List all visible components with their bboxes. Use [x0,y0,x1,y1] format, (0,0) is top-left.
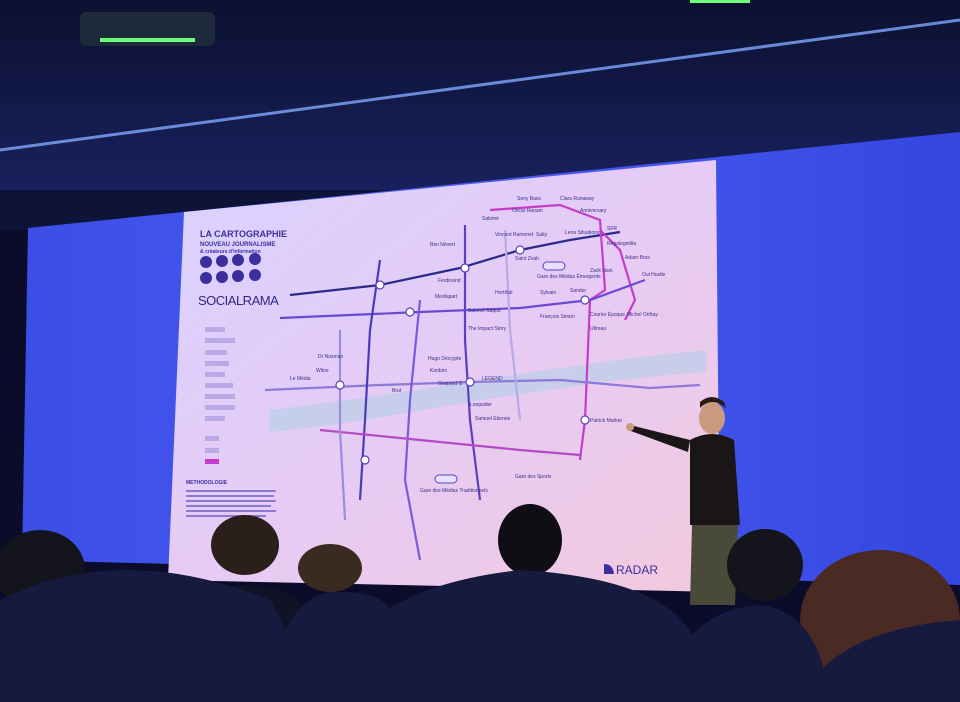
station-label: Adam Bros [625,255,650,261]
station-label: François Simon [540,314,575,320]
green-light [100,38,195,42]
station-label: Ferdinand [438,278,461,284]
social-icons [200,253,261,284]
station-label: Salty [536,232,548,238]
ceiling-light-strip [0,18,960,152]
station-label: Michel Onfray [627,312,658,318]
interchange-stations [335,245,590,465]
threads-icon [216,255,228,267]
station-label: Hortifab [495,290,513,296]
station-label: Régalegorilla [607,241,636,247]
station-label: The Impact Story [468,326,507,332]
station-label: Clara Runaway [560,196,595,202]
snapchat-icon [216,271,228,283]
green-light-right [690,0,750,3]
station-label: Gare des Médias Traditionnels [420,488,488,494]
methodology-text [186,490,276,517]
hub-gare-medias-traditionnels [434,474,458,484]
seat-backs [0,570,960,702]
station-label: Anniversary [580,208,607,214]
station-labels: Sony Bass Clara Runaway Salomé Anniversa… [290,196,666,494]
slide [168,160,720,592]
station-label: Salomé [482,216,499,222]
station-label: LEGEND [482,376,503,382]
tiktok-icon [249,253,261,265]
river [270,350,706,432]
station-label: Gare des Médias Émergents [537,273,601,280]
station-label: Sandor [570,288,586,294]
slide-title-block: LA CARTOGRAPHIE NOUVEAU JOURNALISME & cr… [200,229,287,255]
youtube-icon [232,254,244,266]
station-label: Sony Bass [517,196,541,202]
station-label: Patrick Marker [590,418,623,424]
station-label: Brut [392,388,402,394]
station-label: Zack Nani [590,268,613,274]
presenter [626,397,740,605]
facebook-icon [232,270,244,282]
station-label: Sylvain [540,290,556,296]
station-label: Konbini [430,368,447,374]
station-label: Hugo Décrypte [428,356,462,362]
metro-lines [264,203,701,561]
station-label: Samuel Etienne [475,416,511,422]
slide-subtitle: NOUVEAU JOURNALISME [200,242,275,248]
instagram-icon [200,256,212,268]
radar-logo-mark [604,564,614,574]
slide-title: LA CARTOGRAPHIE [200,229,287,239]
station-label: Wiloo [316,368,329,374]
station-label: Le Média [290,376,311,382]
station-label: Ultreau [590,326,606,332]
x-icon [249,269,261,281]
station-label: Oscar Raoam [512,208,543,214]
station-label: Mediapart [435,294,458,300]
station-label: Gare des Sports [515,474,552,480]
slide-subtitle-2: & créateurs d'information [200,249,261,255]
linkedin-icon [200,272,212,284]
station-label: Dr Nozman [318,354,344,360]
station-label: Vincent Ramonet [495,232,534,238]
station-label: Ben Névert [430,242,456,248]
station-label: Courier Époque [590,311,625,318]
station-label: Oui Hustle [642,272,666,278]
methodology-heading: METHODOLOGIE [186,480,228,486]
station-label: Salomé Saqué [468,308,501,314]
socialrama-logo: SOCIALRAMA [198,293,279,308]
station-label: Gaspard G [438,381,463,387]
station-label: Lena Situations [565,230,600,236]
hub-gare-medias-emergents [542,261,566,271]
ceiling-fixture [80,12,215,46]
station-label: Loopsider [470,402,492,408]
radar-logo: RADAR [616,563,658,577]
station-label: Saint Zvah [515,256,539,262]
station-label: SFR [607,226,617,232]
legend [205,327,235,464]
